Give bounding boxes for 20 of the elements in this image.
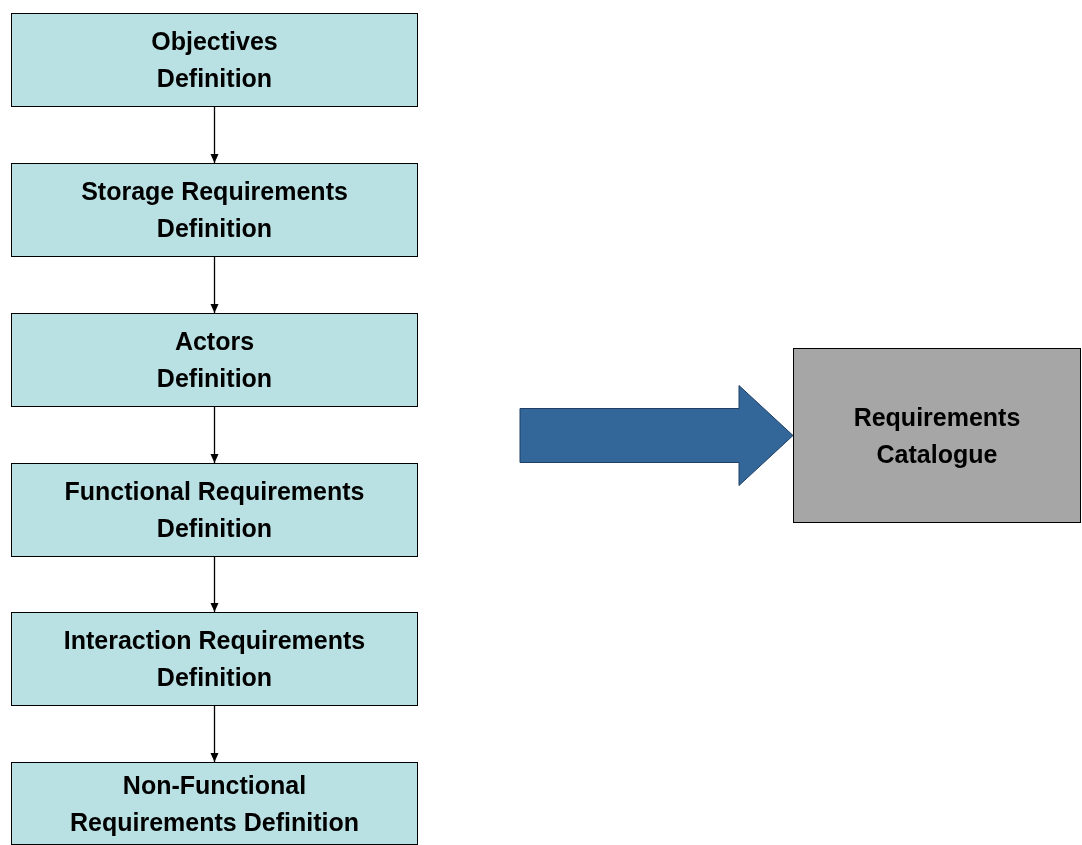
process-box [11,762,418,845]
process-box [11,163,418,257]
arrow [210,705,219,763]
arrow [210,556,219,613]
process-box [11,463,418,557]
box-label: Objectives Definition [150,26,279,94]
arrow [210,256,219,314]
block-arrow [519,385,794,486]
box-label: Interaction Requirements Definition [62,625,367,693]
box-label: Functional Requirements Definition [63,476,366,544]
box-label: Requirements Catalogue [852,401,1022,470]
arrow [210,406,219,464]
box-label: Storage Requirements Definition [80,176,349,244]
process-box [11,313,418,407]
process-box [11,13,418,107]
box-label: Actors Definition [155,326,274,394]
output-box [793,348,1081,523]
box-label: Non-Functional Requirements Definition [69,769,360,838]
process-box [11,612,418,706]
arrow [210,106,219,164]
